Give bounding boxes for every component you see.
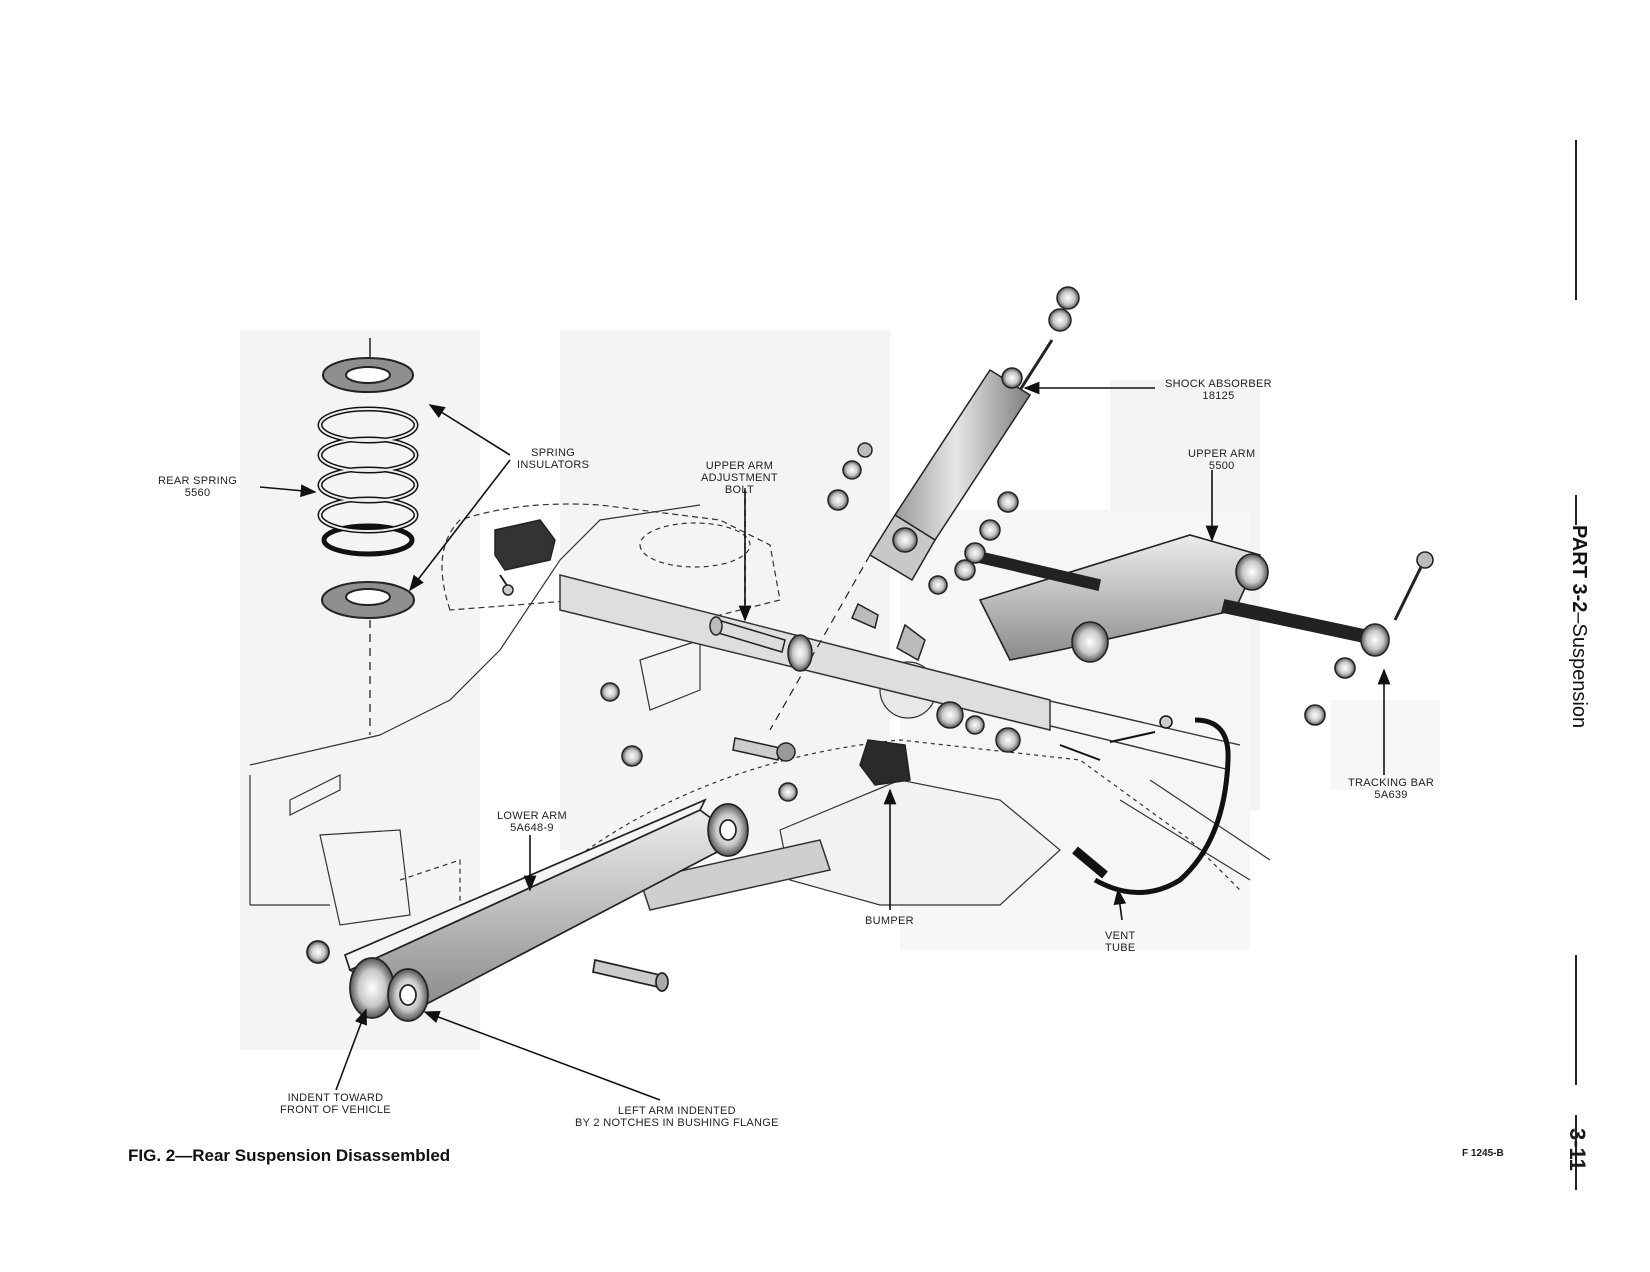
margin-rule-low [1575, 955, 1577, 1085]
margin-rule-top [1575, 140, 1577, 300]
margin-rule-bottom [1575, 1115, 1577, 1190]
tracking-bar [1221, 551, 1434, 726]
leader-lines [259, 381, 1391, 1101]
section-title: PART 3-2–Suspension [1567, 525, 1590, 728]
section-name: –Suspension [1568, 612, 1590, 729]
upper-arm [964, 534, 1269, 663]
figure-number: F 1245-B [1462, 1148, 1504, 1159]
adjustment-bolt-hardware [600, 442, 1021, 802]
rear-spring [317, 338, 419, 735]
axle-bumper [859, 739, 911, 786]
page-number: 3-11 [1565, 1128, 1590, 1171]
margin-rule-mid [1575, 495, 1577, 525]
vent-tube [1059, 715, 1231, 895]
frame-bumper-pad [494, 519, 556, 596]
section-part: PART 3-2 [1568, 525, 1590, 613]
shock-absorber [769, 286, 1080, 731]
label-bumper: BUMPER [865, 915, 914, 927]
figure-caption: FIG. 2—Rear Suspension Disassembled [128, 1146, 451, 1165]
